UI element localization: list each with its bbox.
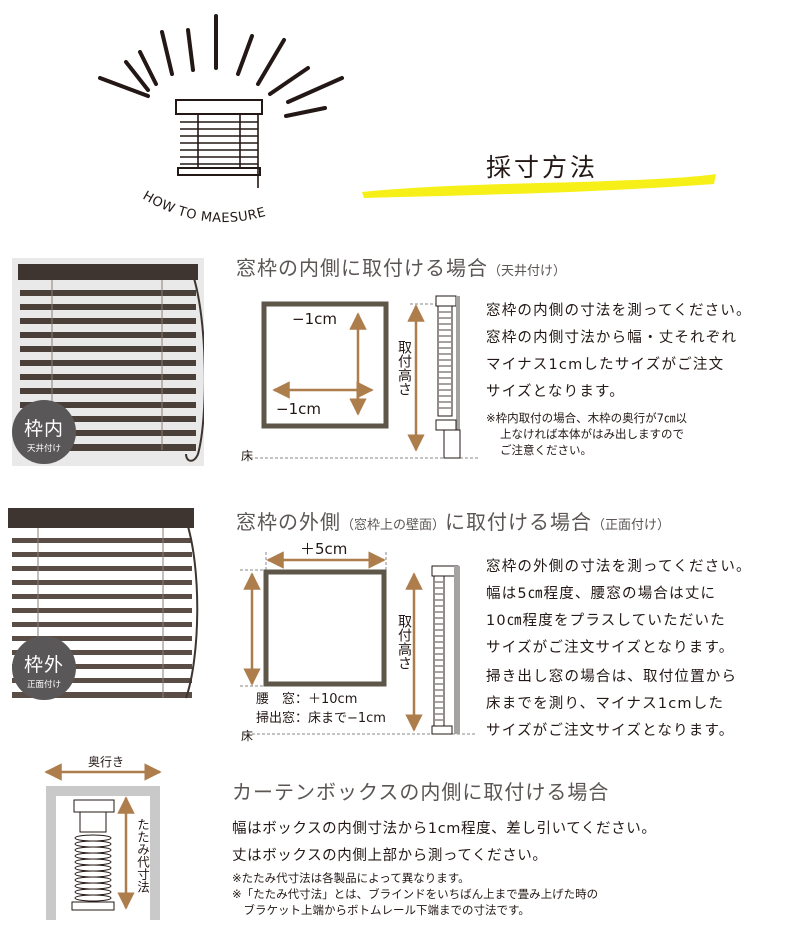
curtain-box-diagram [30,748,190,930]
blind-burst-icon: HOW TO MAESURE [98,14,344,227]
curtain-box-icon [44,763,162,920]
section3-title: カーテンボックスの内側に取付ける場合 [232,780,610,804]
depth-label: 奥行き [88,755,125,769]
outside-mount-badge: 枠外 正面付け [12,636,76,700]
section1-title: 窓枠の内側に取付ける場合（天井付け） [236,256,567,280]
section2-floor: 床 [241,729,254,743]
section2-title: 窓枠の外側（窓枠上の壁面）に取付ける場合（正面付け） [236,510,671,534]
wood-blind-outside-icon [8,508,199,699]
section1-body: 窓枠の内側の寸法を測ってください。 窓枠の内側寸法から幅・丈それぞれ マイナス1… [486,303,752,400]
section3-body: 幅はボックスの内側寸法から1cm程度、差し引いてください。 丈はボックスの内側上… [232,821,657,864]
title-underline [360,170,720,200]
page-title: 採寸方法 [486,153,599,182]
section1-notes: ※枠内取付の場合、木枠の奥行が7㎝以 上なければ本体がはみ出しますので ご注意く… [486,411,687,457]
section2-photo [8,508,202,706]
inside-measure-diagram [250,295,480,459]
svg-text:HOW TO MAESURE: HOW TO MAESURE [140,189,268,227]
measure-logo: HOW TO MAESURE [90,10,360,240]
section1-floor: 床 [241,449,254,463]
section2-body-a: 窓枠の外側の寸法を測ってください。 幅は5㎝程度、腰窓の場合は丈に 10㎝程度を… [486,559,752,656]
section2-legend: 腰 窓：＋10cm 掃出窓：床まで−1cm [256,692,386,726]
logo-text: HOW TO MAESURE [140,189,267,227]
section1-dim-top: −1cm [292,310,337,328]
section2-body-b: 掃き出し窓の場合は、取付位置から 床までを測り、マイナス1cmした サイズがご注… [486,669,738,739]
wood-blind-inside-icon [18,264,206,462]
section2-diagram [236,540,476,746]
outside-measure-diagram [240,551,476,735]
inside-mount-badge: 枠内 天井付け [12,400,76,464]
section1-diagram [240,292,480,464]
fold-size-label: たたみ代寸法 [135,818,150,893]
section1-dim-bottom: −1cm [276,400,321,418]
section2-height-label: 取付高さ [396,614,412,670]
section2-dim-top: ＋5cm [300,540,348,558]
section3-notes: ※たたみ代寸法は各製品によって異なります。 ※「たたみ代寸法」とは、ブラインドを… [232,871,599,917]
section1-height-label: 取付高さ [396,340,412,396]
